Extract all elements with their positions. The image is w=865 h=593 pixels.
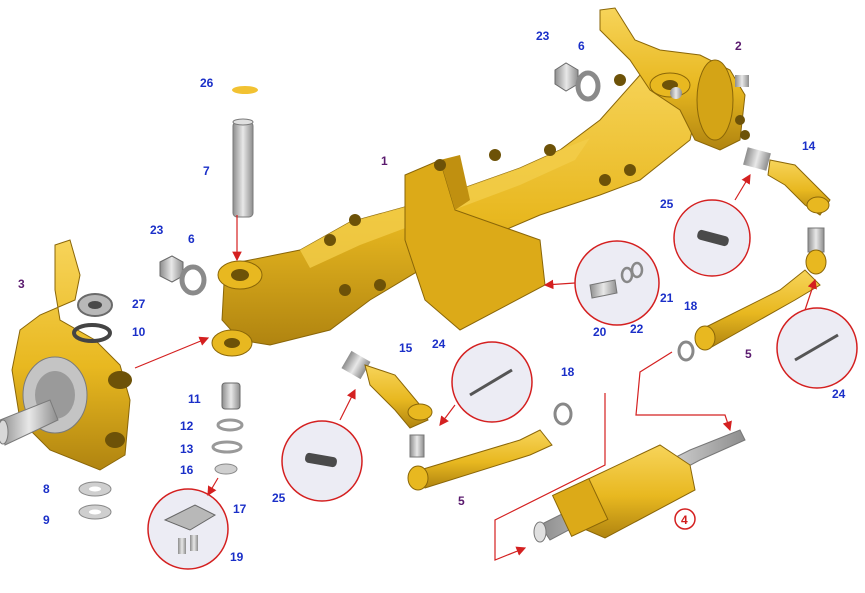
label-26: 26 xyxy=(200,76,214,90)
label-22: 22 xyxy=(630,322,644,336)
label-11: 11 xyxy=(188,392,201,406)
leader-arrows xyxy=(134,173,817,561)
bushing xyxy=(221,382,241,410)
label-27: 27 xyxy=(132,297,146,311)
tie-rod-lower xyxy=(407,429,553,491)
clamp-upper xyxy=(677,340,695,362)
label-18-upper: 18 xyxy=(684,299,698,313)
label-25-upper: 25 xyxy=(660,197,674,211)
label-21: 21 xyxy=(660,291,674,305)
label-5-lower: 5 xyxy=(458,494,465,508)
washer-16 xyxy=(214,463,238,475)
tie-rod-upper xyxy=(694,227,827,351)
clamp-lower xyxy=(553,402,573,426)
label-24-upper: 24 xyxy=(432,337,446,351)
label-2: 2 xyxy=(735,39,742,53)
axle-beam xyxy=(211,61,701,357)
label-19: 19 xyxy=(230,550,244,564)
callout-bolt-group xyxy=(574,240,660,326)
label-13: 13 xyxy=(180,442,194,456)
callout-split-pin-lower xyxy=(776,307,858,389)
label-6-left: 6 xyxy=(188,232,195,246)
label-3: 3 xyxy=(18,277,25,291)
label-4: 4 xyxy=(681,513,688,527)
label-5-upper: 5 xyxy=(745,347,752,361)
washer-13 xyxy=(211,440,243,454)
pin-cap xyxy=(232,86,258,94)
kingpin xyxy=(232,118,254,218)
callout-lock-plate xyxy=(147,488,229,570)
nut-washer-left xyxy=(159,255,207,296)
steering-cylinder xyxy=(533,429,746,543)
label-14: 14 xyxy=(802,139,816,153)
label-6-top: 6 xyxy=(578,39,585,53)
nut-washer-top xyxy=(554,62,601,102)
label-24-lower: 24 xyxy=(832,387,846,401)
label-12: 12 xyxy=(180,419,194,433)
label-20: 20 xyxy=(593,325,607,339)
label-1: 1 xyxy=(381,154,388,168)
callout-split-pin-upper xyxy=(451,341,533,423)
right-housing xyxy=(599,7,750,151)
label-23-top: 23 xyxy=(536,29,550,43)
washer-12 xyxy=(216,418,244,432)
label-10: 10 xyxy=(132,325,146,339)
label-8: 8 xyxy=(43,482,50,496)
tie-rod-end-right xyxy=(743,147,831,216)
part-labels: 1 2 3 5 5 6 6 7 8 9 10 11 12 13 14 15 16… xyxy=(18,29,846,564)
label-16: 16 xyxy=(180,463,194,477)
label-17: 17 xyxy=(233,502,247,516)
seal-ring xyxy=(72,323,112,343)
label-25-lower: 25 xyxy=(272,491,286,505)
label-18-lower: 18 xyxy=(561,365,575,379)
callout-key-lower xyxy=(281,420,363,502)
callout-key-upper xyxy=(673,199,751,277)
label-15: 15 xyxy=(399,341,413,355)
label-23-left: 23 xyxy=(150,223,164,237)
label-4-ring xyxy=(674,508,696,530)
label-7: 7 xyxy=(203,164,210,178)
tie-rod-end-left xyxy=(341,350,433,429)
label-9: 9 xyxy=(43,513,50,527)
steering-knuckle xyxy=(0,239,132,471)
